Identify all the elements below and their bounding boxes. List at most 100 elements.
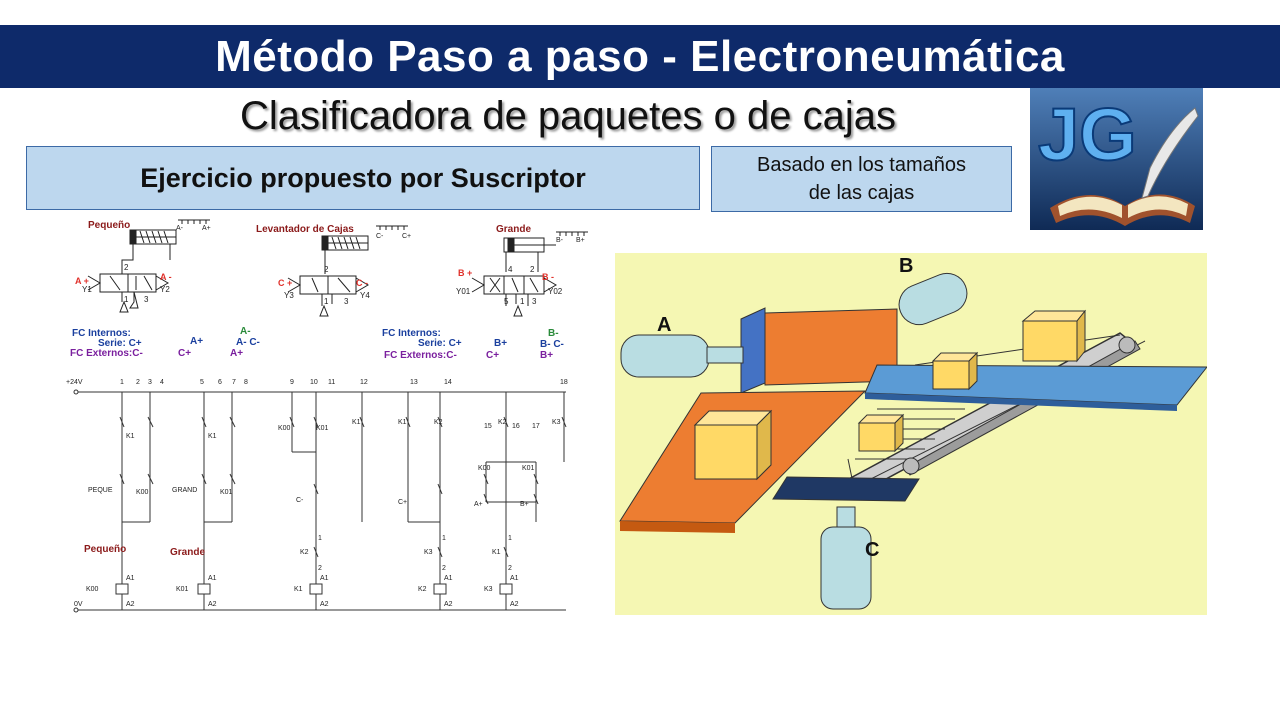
cyl3-port-4: 4 [508,265,513,274]
k00-a2: A2 [126,601,135,608]
k1-term-2: 2 [508,565,512,572]
cyl2-sensor-left: C- [376,233,384,240]
contact-k01-b: K01 [316,425,329,432]
rung-6: 6 [218,379,222,386]
input-peque: PEQUE [88,487,113,494]
coil-k2-label: K2 [418,586,427,593]
k1-a2: A2 [320,601,329,608]
cylinder-c [820,526,872,610]
fc-left-seq-c1: C+ [178,348,191,359]
supply-label: +24V [66,379,83,386]
fc-left-internos: FC Internos: [72,328,131,339]
coil-k01-label: K01 [176,586,189,593]
k3-a1: A1 [510,575,519,582]
contact-k01-a: K01 [220,489,233,496]
contact-k2-a: K2 [434,419,443,426]
label-a: A [657,314,671,336]
rung-7: 7 [232,379,236,386]
cyl1-sol-left: Y1 [82,285,92,294]
sorter-machine-illustration: B A C [615,253,1207,615]
quill-icon [1141,107,1199,199]
fc-right-serie: Serie: C+ [418,338,462,349]
label-b: B [899,255,913,277]
rung-14: 14 [444,379,452,386]
cyl2-port-3: 3 [344,297,349,306]
cyl1-sensor-left: A- [176,225,184,232]
cyl3-port-5: 5 [504,297,509,306]
coil-k01 [197,583,211,595]
rung-18: 18 [560,379,568,386]
contact-k2-c: K2 [300,549,309,556]
box-medium [858,422,896,452]
cyl2-sensor-right: C+ [402,233,411,240]
contact-k00-a: K00 [136,489,149,496]
exercise-label: Ejercicio propuesto por Suscriptor [140,162,586,193]
based-box: Basado en los tamaños de las cajas [711,146,1012,212]
lift-plate [772,476,920,502]
contact-k2-b: K2 [498,419,507,426]
contact-bp: B+ [520,501,529,508]
coil-k1 [309,583,323,595]
k3-term-2: 2 [442,565,446,572]
fc-right-seq-c2: B+ [540,350,553,361]
contact-k1-b: K1 [208,433,217,440]
fc-right-seq-c1: C+ [486,350,499,361]
cyl3-sol-right: Y02 [548,287,563,296]
cyl3-port-2: 2 [530,265,535,274]
box-large-ramp [694,424,758,480]
k3-term-1: 1 [442,535,446,542]
rung-10: 10 [310,379,318,386]
cyl1-name: Pequeño [88,220,130,231]
k2-term-2: 2 [318,565,322,572]
rung-3: 3 [148,379,152,386]
input-grand: GRAND [172,487,197,494]
cyl1-port-1: 1 [124,295,129,304]
cyl2-port-1: 1 [324,297,329,306]
cyl2-port-2: 2 [324,265,329,274]
rung-1: 1 [120,379,124,386]
contact-k1-a: K1 [126,433,135,440]
rung-4: 4 [160,379,164,386]
k01-a1: A1 [208,575,217,582]
coil-k2 [433,583,447,595]
fc-left-externos: FC Externos:C- [70,348,143,359]
title-banner: Método Paso a paso - Electroneumática [0,25,1280,88]
cyl3-sol-left: Y01 [456,287,471,296]
cyl3-valve-right: B - [542,272,554,282]
fc-right-externos: FC Externos:C- [384,350,457,361]
rung-13: 13 [410,379,418,386]
k1-term-1: 1 [508,535,512,542]
fc-left-seq-b1: A- [240,326,251,337]
fc-right-internos: FC Internos: [382,328,441,339]
contact-cp: C+ [398,499,407,506]
cyl1-sol-right: Y2 [160,285,170,294]
based-line-1: Basado en los tamaños [756,154,967,176]
k01-a2: A2 [208,601,217,608]
coil-k3 [499,583,513,595]
rung-2: 2 [136,379,140,386]
fc-right-seq-a1: B+ [494,338,507,349]
cyl2-valve-right: C - [356,278,368,288]
k2-a2: A2 [444,601,453,608]
coil-k00 [115,583,129,595]
cyl3-name: Grande [496,224,531,235]
contact-k00-c: K00 [478,465,491,472]
electropneumatic-schematic: Pequeño A- A+ 2 1 3 A + A - Y1 Y2 Levant… [66,219,588,613]
cyl3-sensor-left: B- [556,237,564,244]
cyl2-sol-right: Y4 [360,291,370,300]
cyl3-port-3: 3 [532,297,537,306]
coil-k1-label: K1 [294,586,303,593]
contact-ap: A+ [474,501,483,508]
fc-right-seq-b1: B- [548,328,559,339]
rung-9: 9 [290,379,294,386]
fc-right-seq-b2: B- C- [540,339,564,350]
k1-a1: A1 [320,575,329,582]
contact-k1-e: K1 [492,549,501,556]
logo: JG [1030,88,1203,230]
k2-term-1: 1 [318,535,322,542]
cylinder-a [620,334,710,378]
cyl1-port-2: 2 [124,263,129,272]
rung-5: 5 [200,379,204,386]
contact-k01-c: K01 [522,465,535,472]
cyl3-sensor-right: B+ [576,237,585,244]
